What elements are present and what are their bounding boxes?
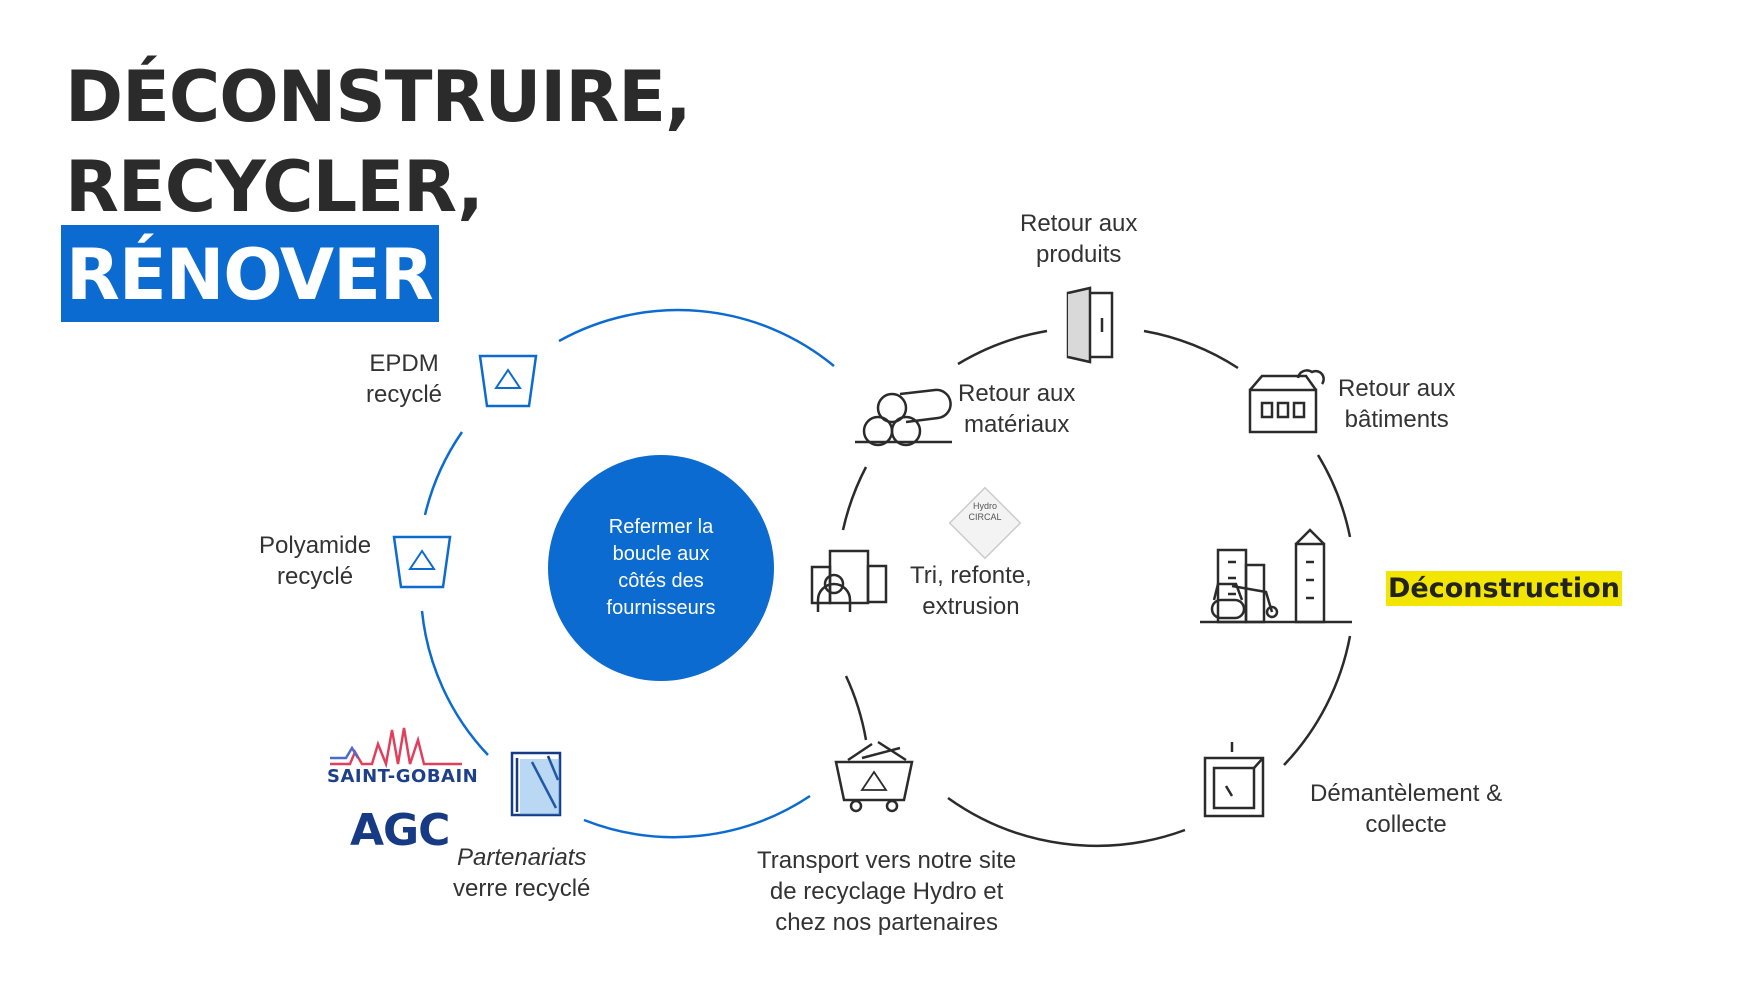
label-tri: Tri, refonte, extrusion (910, 560, 1032, 622)
agc-logo: AGC (350, 805, 450, 856)
circal-logo: Hydro CIRCAL (960, 501, 1010, 523)
center-line: Refermer la (608, 516, 714, 538)
building-icon (1248, 369, 1325, 434)
label-transport: Transport vers notre site de recyclage H… (757, 845, 1016, 938)
label-line: chez nos partenaires (775, 909, 998, 936)
center-circle: Refermer la boucle aux côtés des fournis… (548, 455, 774, 681)
left-arc-bottom (583, 794, 811, 839)
label-line: Retour aux (958, 380, 1076, 407)
label-line: Transport vers notre site (757, 847, 1017, 874)
label-line: Retour aux (1338, 375, 1456, 402)
label-line: extrusion (922, 593, 1020, 620)
right-arc-left-lower (844, 675, 868, 741)
recycle-bin-icon (392, 535, 452, 589)
label-line: recyclé (366, 381, 443, 408)
right-arc-right-upper (1316, 454, 1352, 538)
right-arc-left-upper (841, 466, 868, 531)
center-text: Refermer la boucle aux côtés des fournis… (607, 514, 716, 622)
circal-name: CIRCAL (968, 512, 1002, 522)
label-line: Polyamide (259, 532, 372, 559)
label-line: Retour aux (1020, 210, 1138, 237)
label-line: recyclé (277, 563, 354, 590)
label-demantelement: Démantèlement & collecte (1310, 778, 1502, 840)
label-line: collecte (1365, 811, 1447, 838)
center-line: côtés des (618, 570, 704, 592)
label-line: bâtiments (1344, 406, 1449, 433)
label-retour-produits: Retour aux produits (1020, 208, 1137, 270)
label-line: Tri, refonte, (910, 562, 1032, 589)
right-arc-top-left (957, 329, 1048, 366)
left-arc-lower-left (420, 610, 489, 756)
title-line-2: RECYCLER, (65, 146, 484, 228)
label-retour-batiments: Retour aux bâtiments (1338, 373, 1455, 435)
label-line: de recyclage Hydro et (769, 878, 1004, 905)
saint-gobain-logo-mark (330, 727, 462, 769)
label-retour-materiaux: Retour aux matériaux (958, 378, 1075, 440)
left-arc-top (558, 308, 835, 367)
label-polyamide: Polyamide recyclé (259, 530, 371, 592)
right-arc-top-right (1143, 329, 1239, 370)
label-line: matériaux (964, 411, 1070, 438)
right-cycle-arcs (841, 329, 1352, 848)
saint-gobain-logo: SAINT-GOBAIN (327, 766, 479, 787)
window-frame-icon (1203, 742, 1265, 818)
label-line: EPDM (369, 350, 439, 377)
logs-icon (855, 388, 952, 447)
center-line: fournisseurs (606, 597, 716, 619)
door-icon (1066, 286, 1114, 364)
title-line-1: DÉCONSTRUIRE, (65, 56, 692, 138)
left-cycle-arcs (420, 308, 835, 839)
recycle-bin-icon (478, 354, 538, 408)
label-line: produits (1036, 241, 1122, 268)
left-arc-upper-left (423, 431, 464, 516)
label-epdm: EPDM recyclé (366, 348, 442, 410)
label-line: Démantèlement & (1310, 780, 1503, 807)
dumpster-icon (834, 740, 914, 813)
glass-panel-icon (510, 751, 562, 817)
label-glass: Partenariats verre recyclé (453, 842, 590, 904)
factory-icon (810, 549, 888, 612)
excavator-icon (1200, 528, 1352, 624)
label-line: verre recyclé (453, 875, 591, 902)
right-arc-right-lower (1283, 635, 1352, 766)
circal-badge-icon (948, 486, 1022, 560)
label-deconstruction-highlight: Déconstruction (1386, 571, 1622, 606)
title-line-3-highlight: RÉNOVER (61, 225, 439, 322)
center-line: boucle aux (612, 543, 710, 565)
label-line: Partenariats (456, 844, 587, 871)
circal-brand: Hydro (972, 501, 997, 511)
right-arc-bottom (947, 796, 1186, 848)
